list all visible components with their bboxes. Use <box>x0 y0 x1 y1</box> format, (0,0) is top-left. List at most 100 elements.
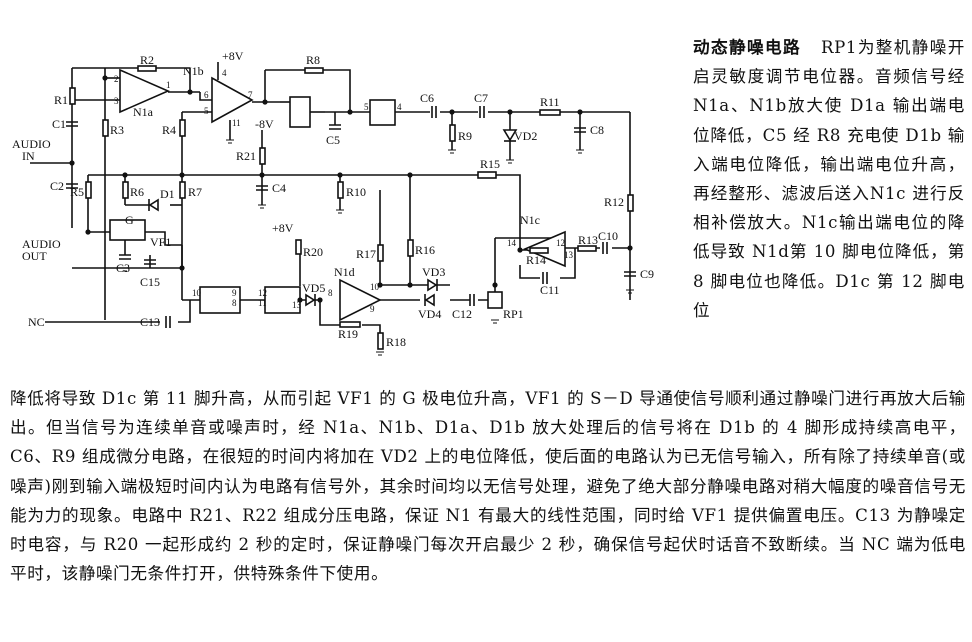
r18-label: R18 <box>386 335 406 349</box>
resistor-r8 <box>304 67 324 74</box>
gate-d1a <box>289 96 311 128</box>
opamp-n1d-label: N1d <box>334 265 355 279</box>
r20-label: R20 <box>303 245 323 259</box>
resistor-r1 <box>69 87 76 105</box>
capacitor-c7 <box>479 106 485 118</box>
pin-5-n1b: 5 <box>204 106 209 116</box>
c4-label: C4 <box>272 181 286 195</box>
port-audio-in-label-2: IN <box>22 149 35 163</box>
wires <box>30 62 631 345</box>
capacitor-c9 <box>624 271 636 277</box>
resistor-r17 <box>377 244 384 262</box>
c12-label: C12 <box>452 307 472 321</box>
resistor-r15 <box>477 171 497 179</box>
opamp-n1a-label: N1a <box>133 105 154 119</box>
c11-label: C11 <box>540 283 560 297</box>
capacitor-c12 <box>469 294 475 306</box>
vd4-label: VD4 <box>418 307 441 321</box>
capacitor-c15 <box>144 259 156 265</box>
c2-label: C2 <box>50 179 64 193</box>
capacitor-c10 <box>602 242 608 254</box>
opamp-n1b-label: N1b <box>183 64 204 78</box>
r3-label: R3 <box>110 123 124 137</box>
capacitor-c5 <box>329 124 341 130</box>
r4-label: R4 <box>162 123 176 137</box>
supply-pos-a-label: +8V <box>222 49 244 63</box>
potentiometer-rp1 <box>487 291 503 309</box>
pin-4-n1b: 4 <box>222 68 227 78</box>
vd3-label: VD3 <box>422 265 445 279</box>
vf1-label: VF1 <box>150 235 171 249</box>
capacitor-c6 <box>431 106 437 118</box>
resistor-r7 <box>179 181 186 199</box>
r17-label: R17 <box>356 247 376 261</box>
c7-label: C7 <box>474 91 488 105</box>
pin-9-d1c: 9 <box>232 288 237 298</box>
d1-label: D1 <box>160 187 175 201</box>
rp1-label: RP1 <box>503 307 524 321</box>
resistor-r3 <box>102 119 109 137</box>
pin-12-d1d: 12 <box>258 288 267 298</box>
opamp-n1a <box>119 68 170 114</box>
pin-4-d1b: 4 <box>397 102 402 112</box>
r13-label: R13 <box>578 233 598 247</box>
resistor-r12 <box>627 194 634 212</box>
mosfet-vf1 <box>109 219 146 241</box>
pin-11-d1d: 11 <box>258 298 267 308</box>
pin-2-n1a: 2 <box>114 74 119 84</box>
r15-label: R15 <box>480 157 500 171</box>
r16-label: R16 <box>415 243 435 257</box>
pin-12-n1c: 12 <box>556 238 565 248</box>
capacitor-c11 <box>542 272 548 284</box>
port-audio-out-label-2: OUT <box>22 249 47 263</box>
resistor-r2 <box>137 65 157 72</box>
c10-label: C10 <box>598 229 618 243</box>
resistor-r16 <box>407 239 414 257</box>
r2-label: R2 <box>140 53 154 67</box>
vd2-label: VD2 <box>514 129 537 143</box>
pin-1-n1a: 1 <box>166 80 171 90</box>
resistor-r20 <box>295 239 302 255</box>
pin-10-d1c: 10 <box>192 288 202 298</box>
body-paragraph: 降低将导致 D1c 第 11 脚升高，从而引起 VF1 的 G 极电位升高，VF… <box>10 389 966 584</box>
port-audio-in-label-1: AUDIO <box>12 137 51 151</box>
pin-8-d1c: 8 <box>232 298 237 308</box>
c5-label: C5 <box>326 133 340 147</box>
gate-d1b <box>369 99 396 126</box>
r9-label: R9 <box>458 129 472 143</box>
r6-label: R6 <box>130 185 144 199</box>
pin-3-n1a: 3 <box>114 96 119 106</box>
resistor-r6 <box>122 181 129 199</box>
side-paragraph: 动态静噪电路 RP1为整机静噪开启灵敏度调节电位器。音频信号经 N1a、N1b放… <box>693 33 965 325</box>
resistor-r4 <box>179 119 186 137</box>
opamp-n1d <box>339 278 382 322</box>
circuit-schematic: AUDIO IN AUDIO OUT NC +8V -8V +8V N1a N1… <box>12 49 654 356</box>
resistor-r11 <box>539 109 561 116</box>
r21-label: R21 <box>236 149 256 163</box>
supply-neg-label: -8V <box>255 117 274 131</box>
resistor-r18 <box>377 332 384 350</box>
resistor-r13 <box>577 245 597 252</box>
pin-14-n1c: 14 <box>507 238 517 248</box>
vf1-gate-label: G <box>125 213 134 227</box>
resistor-r10 <box>337 181 344 199</box>
c6-label: C6 <box>420 91 434 105</box>
r5-label: R5 <box>70 185 84 199</box>
supply-pos-b-label: +8V <box>272 221 294 235</box>
resistor-r5 <box>85 181 92 199</box>
c3-label: C3 <box>116 261 130 275</box>
resistor-r19 <box>339 321 361 328</box>
ground-symbols <box>121 139 634 356</box>
c1-label: C1 <box>52 117 66 131</box>
capacitor-c3 <box>119 254 131 260</box>
resistor-r14 <box>529 247 549 254</box>
r12-label: R12 <box>604 195 624 209</box>
r1-label: R1 <box>54 93 68 107</box>
r8-label: R8 <box>306 53 320 67</box>
r11-label: R11 <box>540 95 560 109</box>
pin-9-n1d: 9 <box>370 304 375 314</box>
pin-7-n1b: 7 <box>248 90 253 100</box>
capacitor-c1 <box>66 121 78 127</box>
diode-vd3 <box>427 278 438 292</box>
opamp-n1b <box>211 76 254 124</box>
